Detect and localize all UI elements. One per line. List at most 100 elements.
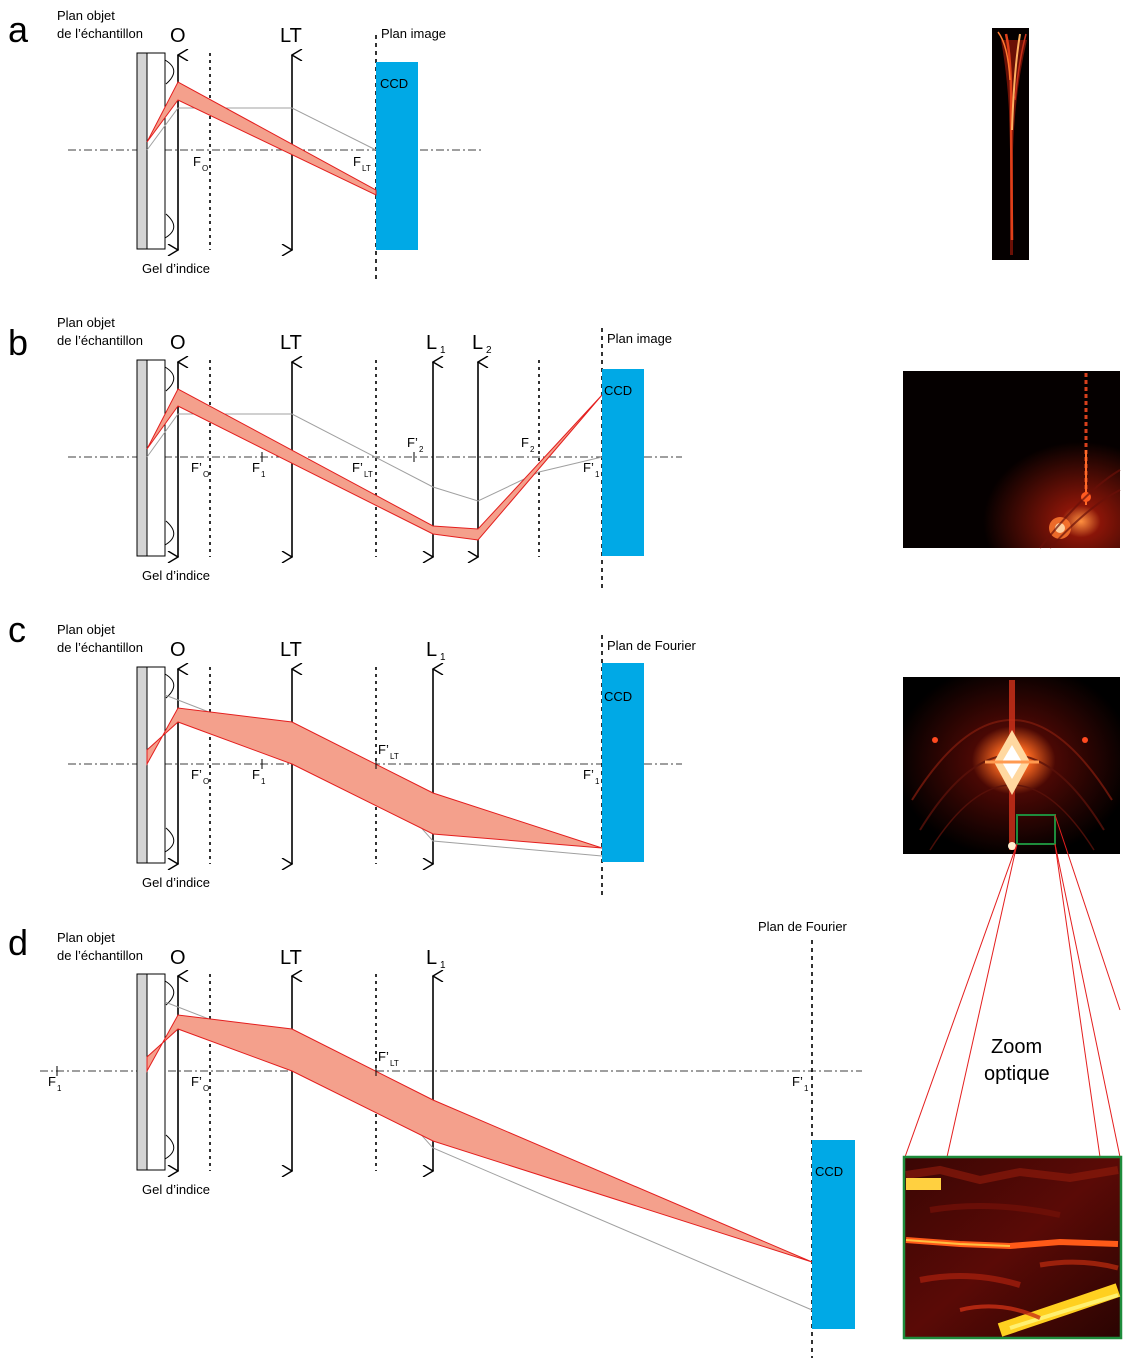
red-beam	[146, 388, 603, 541]
panel-c: c Plan objet de l’échantillon O LT L 1 P…	[8, 609, 1120, 897]
lens-subscript: 2	[486, 345, 492, 356]
panel-b: b Plan objet de l’échantillon O LT L 1 L…	[8, 315, 1121, 590]
lens-label-o: O	[170, 332, 186, 354]
focal-subscript: 1	[804, 1084, 809, 1093]
gel-meniscus	[164, 59, 175, 239]
gel-label: Gel d’indice	[142, 1182, 210, 1197]
sample-slide	[136, 359, 148, 557]
sample-label: de l’échantillon	[57, 333, 143, 348]
sample-label: Plan objet	[57, 315, 115, 330]
index-gel	[146, 52, 166, 250]
sample-slide	[136, 666, 148, 864]
zoom-connectors	[904, 814, 1121, 1158]
gel-meniscus	[164, 980, 175, 1160]
index-gel	[146, 359, 166, 557]
index-gel	[146, 666, 166, 864]
ccd-sensor	[376, 62, 418, 250]
sample-label: Plan objet	[57, 622, 115, 637]
lens-label-l1: L	[426, 332, 437, 354]
lens-label-o: O	[170, 639, 186, 661]
focal-subscript: 1	[57, 1084, 62, 1093]
focal-label: F	[252, 767, 260, 782]
focal-subscript: O	[202, 164, 208, 173]
focal-subscript: 1	[261, 470, 266, 479]
plane-label: Plan image	[607, 331, 672, 346]
zoomed-camera-image	[902, 1155, 1123, 1340]
lens-label-l1: L	[426, 639, 437, 661]
focal-subscript: O	[203, 470, 209, 479]
focal-subscript: LT	[390, 752, 399, 761]
focal-label: F’	[583, 767, 594, 782]
ccd-sensor	[602, 663, 644, 862]
focal-subscript: 1	[595, 777, 600, 786]
lens-label-lt: LT	[280, 25, 302, 47]
camera-image-b	[903, 371, 1121, 549]
camera-image-c	[903, 677, 1120, 854]
focal-subscript: 1	[261, 777, 266, 786]
focal-label: F	[521, 435, 529, 450]
lens-subscript: 1	[440, 960, 446, 971]
focal-label: F’	[352, 460, 363, 475]
lens-label-lt: LT	[280, 332, 302, 354]
sample-label: de l’échantillon	[57, 948, 143, 963]
focal-label: F	[193, 154, 201, 169]
sample-label: Plan objet	[57, 8, 115, 23]
focal-label: F’	[378, 742, 389, 757]
gel-meniscus	[164, 366, 175, 546]
zoom-region-box	[1016, 814, 1056, 845]
zoom-label: optique	[984, 1063, 1050, 1085]
zoom-label: Zoom	[991, 1036, 1042, 1058]
panel-letter: d	[8, 922, 28, 963]
focal-subscript: 1	[595, 470, 600, 479]
lens-label-lt: LT	[280, 947, 302, 969]
panel-letter: c	[8, 609, 26, 650]
focal-subscript: O	[203, 777, 209, 786]
plane-label: Plan de Fourier	[607, 638, 697, 653]
focal-label: F	[48, 1074, 56, 1089]
gel-label: Gel d’indice	[142, 261, 210, 276]
ccd-label: CCD	[604, 383, 632, 398]
red-beam	[146, 707, 603, 849]
focal-label: F’	[407, 435, 418, 450]
panel-a: a Plan objet de l’échantillon O LT Plan …	[8, 8, 1029, 282]
focal-subscript: 2	[530, 445, 535, 454]
panel-letter: b	[8, 322, 28, 363]
panel-letter: a	[8, 9, 29, 50]
focal-subscript: LT	[364, 470, 373, 479]
lens-label-o: O	[170, 25, 186, 47]
focal-subscript: O	[203, 1084, 209, 1093]
gel-meniscus	[164, 673, 175, 853]
focal-label: F’	[792, 1074, 803, 1089]
gel-label: Gel d’indice	[142, 568, 210, 583]
plane-label: Plan de Fourier	[758, 919, 848, 934]
lens-subscript: 1	[440, 652, 446, 663]
sample-label: Plan objet	[57, 930, 115, 945]
gray-ray	[146, 107, 377, 151]
red-beam	[146, 1014, 813, 1263]
focal-label: F’	[378, 1049, 389, 1064]
ccd-sensor	[812, 1140, 855, 1329]
gel-label: Gel d’indice	[142, 875, 210, 890]
lens-label-l1: L	[426, 947, 437, 969]
lens-label-lt: LT	[280, 639, 302, 661]
ccd-sensor	[602, 369, 644, 556]
focal-subscript: 2	[419, 445, 424, 454]
ccd-label: CCD	[604, 689, 632, 704]
panel-d: d Plan objet de l’échantillon O LT L 1 P…	[8, 919, 1123, 1358]
sample-label: de l’échantillon	[57, 640, 143, 655]
focal-label: F’	[191, 767, 202, 782]
focal-label: F’	[191, 460, 202, 475]
sample-slide	[136, 973, 148, 1171]
lens-label-o: O	[170, 947, 186, 969]
plane-label: Plan image	[381, 26, 446, 41]
index-gel	[146, 973, 166, 1171]
red-beam	[146, 81, 377, 196]
focal-label: F	[252, 460, 260, 475]
focal-label: F’	[583, 460, 594, 475]
ccd-label: CCD	[815, 1164, 843, 1179]
sample-slide	[136, 52, 148, 250]
focal-subscript: LT	[390, 1059, 399, 1068]
focal-subscript: LT	[362, 164, 371, 173]
